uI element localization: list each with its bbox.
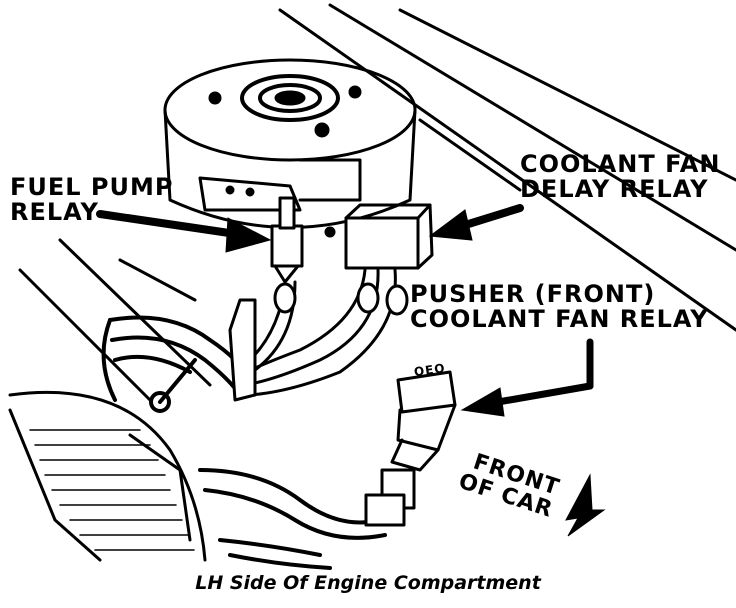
fender-line-4 (418, 118, 522, 192)
pusher-relay-label-line2: COOLANT FAN RELAY (410, 305, 709, 334)
diagram-caption: LH Side Of Engine Compartment (195, 572, 541, 594)
engine-block-hatching (29, 429, 195, 551)
coolant-fan-delay-relay-label-line1: COOLANT FAN (520, 150, 721, 178)
fender-line-1 (278, 8, 736, 332)
pointer-arrows (96, 204, 606, 537)
relay-mounting-bracket (198, 158, 362, 238)
lower-harness (198, 468, 387, 570)
coolant-fan-delay-relay-label: COOLANT FAN DELAY RELAY (520, 150, 721, 204)
coolant-fan-delay-relay (344, 203, 434, 270)
pusher-coolant-fan-relay (364, 370, 457, 527)
fender-line-2 (328, 3, 736, 252)
fuel-pump-relay-label-line2: RELAY (10, 198, 99, 227)
front-of-car-arrow (565, 473, 606, 537)
relay-wiring-harness (238, 268, 409, 397)
coolant-fan-delay-relay-arrow (428, 204, 524, 241)
main-wire-bundle (101, 298, 257, 413)
fuel-pump-relay-arrow (96, 210, 272, 253)
fuel-pump-relay-label: FUEL PUMP RELAY (10, 173, 174, 227)
air-cleaner-housing (163, 58, 417, 229)
fuel-pump-relay (270, 196, 304, 284)
pusher-relay-arrow (460, 338, 594, 417)
fuel-pump-relay-label-line1: FUEL PUMP (10, 173, 174, 201)
fender-line-3 (398, 8, 736, 182)
pusher-front-coolant-fan-relay-label: PUSHER (FRONT) COOLANT FAN RELAY (410, 280, 709, 334)
pusher-relay-label-line1: PUSHER (FRONT) (410, 280, 656, 308)
coolant-fan-delay-relay-label-line2: DELAY RELAY (520, 175, 709, 204)
engine-block-edge (8, 238, 212, 562)
